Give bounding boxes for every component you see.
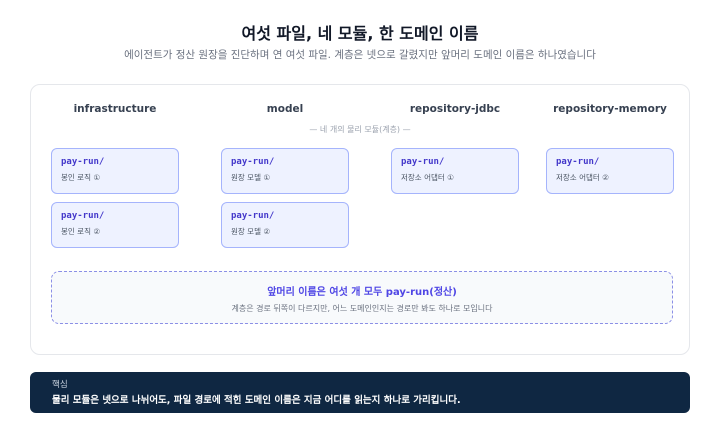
file-description: 저장소 어댑터 ② (556, 173, 609, 182)
column-header-repository-jdbc: repository-jdbc (409, 103, 501, 115)
file-card-repository-memory-1: pay-run/ 저장소 어댑터 ② (546, 148, 674, 194)
column-header-infrastructure: infrastructure (73, 103, 157, 115)
file-description: 원장 모델 ② (231, 227, 271, 236)
file-description: 봉인 로직 ① (61, 173, 101, 182)
file-path: pay-run/ (231, 211, 275, 221)
callout-title: 앞머리 이름은 여섯 개 모두 pay-run(정산) (267, 287, 457, 298)
column-header-model: model (266, 103, 304, 115)
file-card-model-1: pay-run/ 원장 모델 ① (221, 148, 349, 194)
file-path: pay-run/ (401, 157, 445, 167)
file-path: pay-run/ (61, 157, 105, 167)
file-card-infrastructure-1: pay-run/ 봉인 로직 ① (51, 148, 179, 194)
modules-caption: — 네 개의 물리 모듈(계층) — (309, 125, 411, 134)
file-path: pay-run/ (61, 211, 105, 221)
takeaway-text: 물리 모듈은 넷으로 나뉘어도, 파일 경로에 적힌 도메인 이름은 지금 어디… (52, 395, 461, 406)
file-description: 봉인 로직 ② (61, 227, 101, 236)
file-path: pay-run/ (231, 157, 275, 167)
page-subtitle: 에이전트가 정산 원장을 진단하며 연 여섯 파일. 계층은 넷으로 갈렸지만 … (124, 49, 596, 61)
file-path: pay-run/ (556, 157, 600, 167)
takeaway-label: 핵심 (52, 380, 68, 390)
file-card-repository-jdbc-1: pay-run/ 저장소 어댑터 ① (391, 148, 519, 194)
file-card-infrastructure-2: pay-run/ 봉인 로직 ② (51, 202, 179, 248)
page-title: 여섯 파일, 네 모듈, 한 도메인 이름 (241, 24, 479, 43)
callout-body: 계층은 경로 뒤쪽이 다르지만, 어느 도메인인지는 경로만 봐도 하나로 모입… (231, 304, 493, 313)
shared-prefix-callout: 앞머리 이름은 여섯 개 모두 pay-run(정산) 계층은 경로 뒤쪽이 다… (51, 271, 673, 324)
takeaway-banner: 핵심 물리 모듈은 넷으로 나뉘어도, 파일 경로에 적힌 도메인 이름은 지금… (30, 372, 690, 413)
column-header-repository-memory: repository-memory (553, 103, 667, 115)
file-description: 저장소 어댑터 ① (401, 173, 454, 182)
file-description: 원장 모델 ① (231, 173, 271, 182)
file-card-model-2: pay-run/ 원장 모델 ② (221, 202, 349, 248)
